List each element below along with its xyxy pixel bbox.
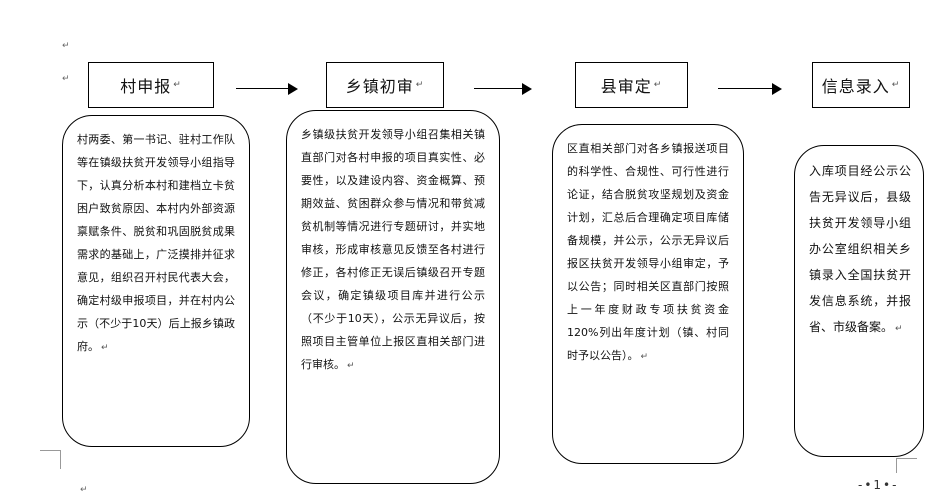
paragraph-mark: ↵ bbox=[895, 324, 903, 334]
paragraph-mark: ↵ bbox=[640, 352, 649, 362]
paragraph-mark: ↵ bbox=[62, 41, 70, 51]
paragraph-mark: ↵ bbox=[415, 80, 425, 90]
flow-arrow bbox=[474, 83, 532, 95]
content-box-xian: 区直相关部门对各乡镇报送项目的科学性、合规性、可行性进行论证，结合脱贫攻坚规划及… bbox=[552, 124, 744, 464]
step-heading-label: 乡镇初审 bbox=[345, 77, 414, 96]
paragraph-mark: ↵ bbox=[62, 74, 70, 84]
paragraph-mark: ↵ bbox=[101, 343, 109, 353]
content-box-cun: 村两委、第一书记、驻村工作队等在镇级扶贫开发领导小组指导下，认真分析本村和建档立… bbox=[62, 115, 250, 447]
step-heading-xinxi: 信息录入↵ bbox=[812, 62, 910, 108]
step-heading-xiang: 乡镇初审↵ bbox=[326, 62, 444, 108]
content-text: 区直相关部门对各乡镇报送项目的科学性、合规性、可行性进行论证，结合脱贫攻坚规划及… bbox=[567, 142, 729, 362]
paragraph-mark: ↵ bbox=[653, 80, 663, 90]
content-text: 入库项目经公示公告无异议后，县级扶贫开发领导小组办公室组织相关乡镇录入全国扶贫开… bbox=[809, 164, 911, 334]
paragraph-mark: ↵ bbox=[891, 80, 901, 90]
page-number: -•1•- bbox=[858, 478, 899, 492]
content-box-xiang: 乡镇级扶贫开发领导小组召集相关镇直部门对各村申报的项目真实性、必要性，以及建设内… bbox=[286, 110, 500, 484]
paragraph-mark: ↵ bbox=[173, 80, 182, 90]
margin-corner-mark bbox=[40, 450, 61, 469]
paragraph-mark: ↵ bbox=[347, 361, 355, 371]
flow-arrow bbox=[236, 83, 298, 95]
step-heading-label: 信息录入 bbox=[821, 77, 890, 96]
content-text: 乡镇级扶贫开发领导小组召集相关镇直部门对各村申报的项目真实性、必要性，以及建设内… bbox=[301, 128, 485, 371]
step-heading-label: 县审定 bbox=[600, 77, 652, 96]
content-text: 村两委、第一书记、驻村工作队等在镇级扶贫开发领导小组指导下，认真分析本村和建档立… bbox=[77, 133, 235, 353]
step-heading-cun: 村申报↵ bbox=[88, 62, 214, 108]
step-heading-label: 村申报 bbox=[120, 77, 172, 96]
step-heading-xian: 县审定↵ bbox=[575, 62, 688, 108]
margin-corner-mark bbox=[896, 458, 917, 473]
content-box-xinxi: 入库项目经公示公告无异议后，县级扶贫开发领导小组办公室组织相关乡镇录入全国扶贫开… bbox=[794, 145, 924, 457]
flow-arrow bbox=[718, 83, 782, 95]
paragraph-mark: ↵ bbox=[80, 485, 88, 495]
